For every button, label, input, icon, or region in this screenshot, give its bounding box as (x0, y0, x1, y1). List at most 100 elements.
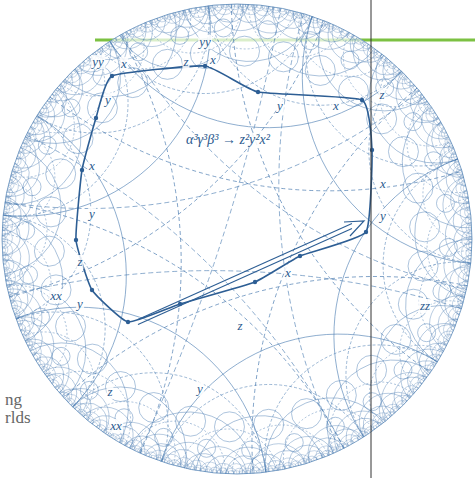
geodesic-arc (444, 340, 449, 347)
rim-circle (433, 282, 451, 300)
geodesic-arc (265, 398, 383, 472)
geodesic-arc (447, 335, 452, 342)
geodesic-arc (16, 318, 30, 338)
rim-circle (388, 137, 418, 167)
rim-circle (130, 43, 148, 61)
geodesic-arc (385, 57, 391, 63)
vertex-dot (126, 320, 130, 324)
geodesic-arc (322, 20, 329, 25)
geodesic-arc (6, 142, 40, 196)
geodesic-arc (115, 35, 121, 40)
geodesic-arc (205, 469, 212, 473)
geodesic-arc (70, 404, 76, 410)
generator-label: xx (109, 419, 123, 433)
geodesic-arc (396, 74, 439, 123)
geodesic-arc (153, 455, 164, 463)
geodesic-arc (3, 215, 63, 341)
geodesic-arc (439, 128, 454, 148)
geodesic-arc (8, 179, 12, 186)
geodesic-arc (468, 213, 472, 220)
geodesic-arc (23, 332, 94, 415)
geodesic-arc (175, 8, 196, 20)
geodesic-arc (3, 202, 14, 223)
poincare-disc (2, 4, 472, 474)
geodesic-arc (70, 68, 76, 74)
bold-polygon (74, 64, 374, 325)
generator-label: y (276, 99, 284, 113)
geodesic-arc (455, 158, 460, 165)
geodesic-arc (415, 170, 465, 298)
geodesic-arc (390, 406, 400, 416)
geodesic-arc (328, 22, 335, 27)
geodesic-arc (262, 5, 269, 9)
geodesic-arc (38, 105, 47, 116)
geodesic-arc (35, 359, 40, 365)
geodesic-arc (74, 408, 80, 414)
geodesic-arc (180, 429, 278, 470)
geodesic-arc (161, 454, 182, 467)
geodesic-arc (242, 468, 254, 474)
geodesic-arc (317, 18, 328, 26)
vertex-dot (110, 74, 114, 78)
geodesic-arc (328, 429, 363, 455)
geodesic-arc (200, 462, 221, 473)
geodesic-arc (139, 8, 281, 453)
geodesic-arc (353, 35, 360, 40)
geodesic-arc (440, 141, 464, 177)
geodesic-arc (36, 112, 41, 118)
geodesic-arc (3, 213, 7, 220)
geodesic-arc (322, 453, 329, 458)
geodesic-arc (402, 395, 412, 405)
geodesic-arc (16, 312, 168, 462)
geodesic-arc (194, 7, 201, 11)
geodesic-arc (372, 47, 378, 52)
generator-label: x (332, 99, 340, 113)
geodesic-arc (48, 378, 53, 384)
geodesic-arc (439, 350, 444, 356)
geodesic-arc (268, 451, 305, 472)
geodesic-arc (211, 470, 218, 474)
generator-label: y (196, 382, 204, 396)
geodesic-arc (16, 319, 21, 326)
rim-circle (23, 178, 41, 196)
geodesic-arc (2, 215, 13, 236)
rim-circle (77, 344, 107, 374)
geodesic-arc (262, 469, 269, 473)
geodesic-arc (442, 345, 447, 352)
geodesic-arc (3, 6, 210, 217)
geodesic-arc (374, 49, 384, 58)
rim-circle (242, 441, 260, 459)
geodesic-arc (461, 216, 472, 237)
geodesic-arc (302, 16, 470, 263)
geodesic-arc (59, 391, 65, 397)
geodesic-arc (213, 463, 234, 474)
geodesic-arc (363, 41, 369, 46)
geodesic-arc (252, 462, 273, 473)
geodesic-arc (404, 76, 414, 86)
geodesic-arc (454, 223, 472, 261)
geodesic-arc (306, 459, 313, 463)
rim-circle (52, 347, 70, 365)
geodesic-arc (43, 367, 87, 414)
geodesic-arc (278, 8, 290, 15)
rim-circle (341, 51, 359, 69)
geodesic-arc (120, 4, 244, 69)
geodesic-arc (130, 446, 137, 451)
geodesic-arc (110, 16, 313, 93)
geodesic-arc (20, 142, 25, 149)
geodesic-arc (376, 50, 382, 56)
geodesic-arc (73, 387, 187, 468)
geodesic-arc (353, 37, 402, 80)
geodesic-arc (444, 132, 449, 139)
geodesic-arc (33, 355, 38, 361)
geodesic-arc (145, 20, 152, 25)
geodesic-arc (418, 365, 434, 384)
geodesic-arc (425, 101, 434, 112)
geodesic-arc (146, 452, 157, 460)
generator-label: yy (198, 35, 212, 49)
geodesic-arc (63, 394, 81, 412)
geodesic-arc (401, 349, 443, 398)
geodesic-arc (78, 43, 111, 72)
geodesic-arc (145, 453, 152, 458)
geodesic-arc (430, 296, 465, 349)
